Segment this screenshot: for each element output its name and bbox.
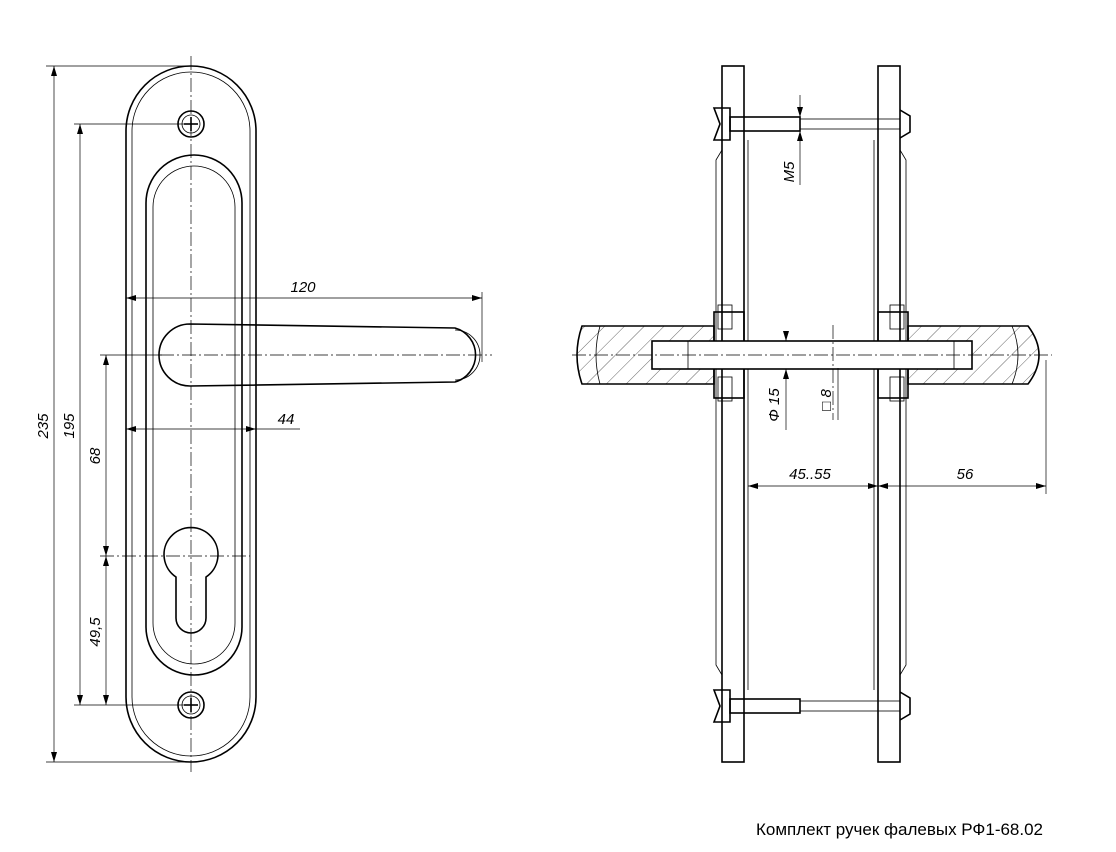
dim-68: 68 xyxy=(87,447,104,464)
dim-phi-15: Φ 15 xyxy=(766,388,783,422)
front-view: 235 195 68 49,5 120 44 xyxy=(35,56,492,772)
dim-square-8: □ 8 xyxy=(818,389,835,411)
right-plate xyxy=(877,65,901,763)
dim-44: 44 xyxy=(278,411,295,428)
lever-handle xyxy=(158,323,477,387)
dim-235: 235 xyxy=(35,413,52,440)
bottom-bolt xyxy=(712,689,911,723)
dim-195: 195 xyxy=(61,413,78,439)
drawing-caption: Комплект ручек фалевых РФ1-68.02 xyxy=(756,820,1044,839)
dim-56: 56 xyxy=(957,466,974,483)
plate-recess-inner xyxy=(152,165,236,665)
side-view: M5 Φ 15 □ 8 45..55 56 xyxy=(572,65,1052,763)
left-plate xyxy=(721,65,745,763)
dim-120: 120 xyxy=(290,279,316,296)
dim-49-5: 49,5 xyxy=(87,617,104,647)
plate-recess xyxy=(145,154,243,676)
cylinder-keyhole xyxy=(163,526,219,634)
dim-m5: M5 xyxy=(781,161,798,182)
top-bolt xyxy=(712,95,911,185)
dim-45-55: 45..55 xyxy=(789,466,831,483)
